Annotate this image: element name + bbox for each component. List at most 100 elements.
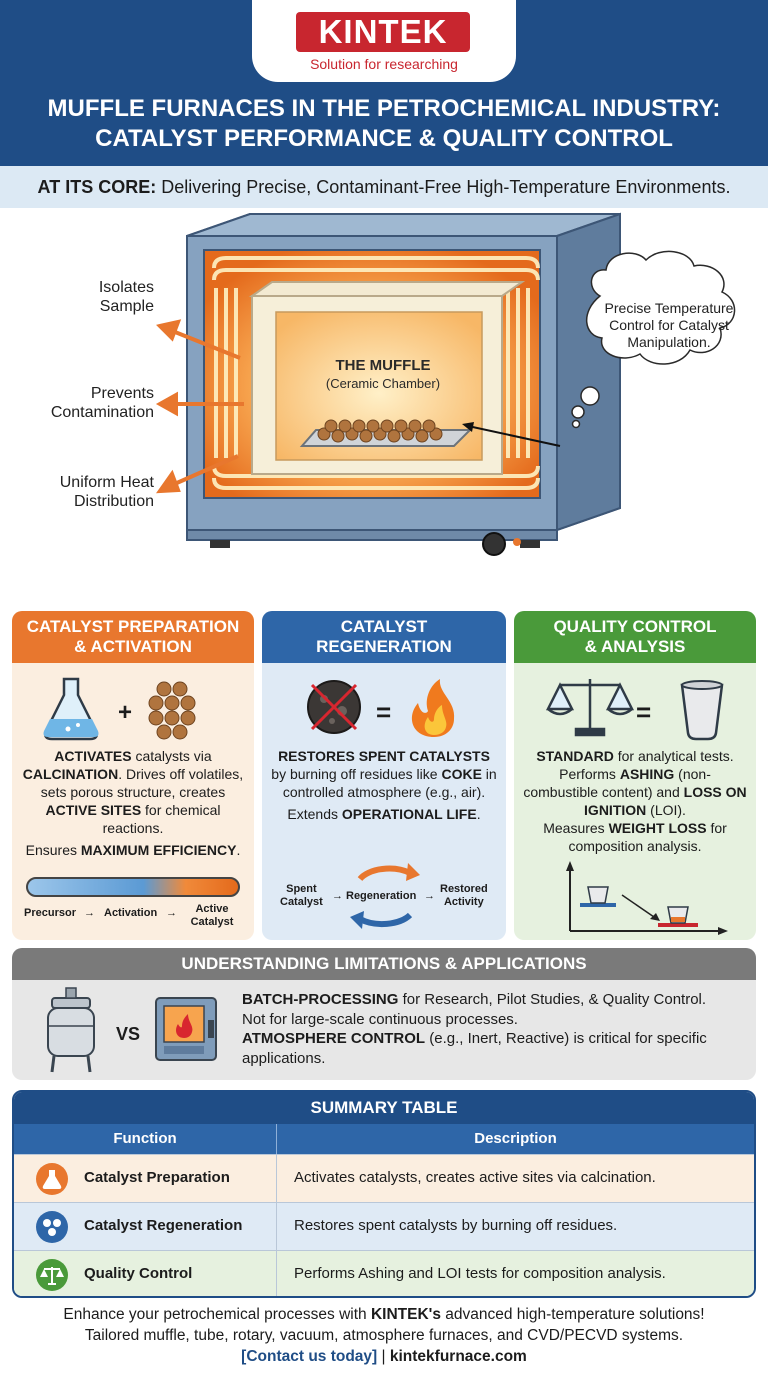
furnace-top bbox=[186, 213, 621, 237]
qc-t3: Performs bbox=[559, 766, 620, 782]
regen-t6: OPERATIONAL LIFE bbox=[341, 806, 477, 822]
scale-icon bbox=[36, 1259, 68, 1291]
table-row: Catalyst Regeneration Restores spent cat… bbox=[14, 1202, 754, 1251]
row-function: Quality Control bbox=[84, 1265, 193, 1282]
core-banner: AT ITS CORE: Delivering Precise, Contami… bbox=[0, 166, 768, 208]
footer: Enhance your petrochemical processes wit… bbox=[0, 1304, 768, 1367]
wl-arrow-head bbox=[650, 913, 660, 921]
furnace-illustration: Isolates Sample Prevents Contamination U… bbox=[0, 208, 768, 603]
footer-line1: Enhance your petrochemical processes wit… bbox=[0, 1304, 768, 1325]
tray-pointer bbox=[467, 425, 561, 447]
qc-t9: WEIGHT LOSS bbox=[608, 820, 707, 836]
crucible-icon bbox=[680, 680, 724, 741]
crucible-ash-icon bbox=[658, 906, 698, 927]
callout-uniform-heat-l2: Distribution bbox=[73, 493, 154, 510]
thought-text: Precise Temperature Control for Catalyst… bbox=[604, 300, 734, 350]
callout-contamination: Prevents Contamination bbox=[20, 384, 154, 422]
card-preparation-text: ACTIVATES catalysts via CALCINATION. Dri… bbox=[20, 747, 246, 859]
cycle-arrow-right: → bbox=[424, 890, 435, 902]
cycle-spent-l1: Spent bbox=[286, 883, 317, 895]
callout-contamination-l1: Prevents bbox=[90, 385, 154, 402]
card-regeneration: CATALYST REGENERATION = RESTORES SPENT C… bbox=[262, 611, 506, 940]
plus-sign: + bbox=[118, 699, 133, 726]
cycle-spent-l2: Catalyst bbox=[280, 896, 323, 908]
limitations-title: UNDERSTANDING LIMITATIONS & APPLICATIONS bbox=[12, 948, 756, 980]
prep-t7: Ensures bbox=[25, 842, 81, 858]
footer-line2: Tailored muffle, tube, rotary, vacuum, a… bbox=[84, 1327, 684, 1344]
regen-t2: by burning off residues like bbox=[271, 766, 442, 782]
table-row: Quality Control Performs Ashing and LOI … bbox=[14, 1250, 754, 1296]
callout-contamination-l2: Contamination bbox=[50, 404, 154, 421]
card-preparation: CATALYST PREPARATION & ACTIVATION + ACTI… bbox=[12, 611, 254, 940]
contact-link[interactable]: [Contact us today] bbox=[241, 1348, 378, 1365]
flow-activation: Activation bbox=[104, 907, 158, 919]
kintek-logo[interactable]: KINTEK bbox=[296, 12, 470, 52]
cycle-spent: Spent Catalyst bbox=[280, 883, 323, 909]
card-preparation-title-l1: CATALYST PREPARATION bbox=[26, 617, 240, 636]
row-function: Catalyst Regeneration bbox=[84, 1217, 243, 1234]
flow-active-catalyst: Active Catalyst bbox=[182, 903, 242, 929]
footer-l1a: Enhance your petrochemical processes wit… bbox=[63, 1306, 371, 1323]
callout-uniform-heat-l1: Uniform Heat bbox=[59, 474, 154, 491]
card-quality-control: QUALITY CONTROL & ANALYSIS = STANDARD fo… bbox=[514, 611, 756, 940]
wl-x-axis-head bbox=[718, 927, 728, 935]
footer-separator: | bbox=[377, 1348, 390, 1365]
cycle-arrow-bottom-head bbox=[350, 911, 364, 929]
lim-t3: (e.g., Inert, Reactive) is critical for … bbox=[242, 1030, 707, 1067]
website-link[interactable]: kintekfurnace.com bbox=[389, 1348, 527, 1365]
regen-icons bbox=[307, 679, 455, 737]
row-function: Catalyst Preparation bbox=[84, 1169, 230, 1186]
furnace-small-icon bbox=[155, 997, 217, 1061]
page-title: MUFFLE FURNACES IN THE PETROCHEMICAL IND… bbox=[10, 94, 758, 154]
regen-t5: Extends bbox=[287, 806, 342, 822]
footer-l1b: KINTEK's bbox=[370, 1306, 441, 1323]
logo-tagline: Solution for researching bbox=[310, 56, 458, 72]
prep-t9: . bbox=[236, 842, 241, 858]
lim-b2: ATMOSPHERE CONTROL bbox=[242, 1030, 426, 1047]
furnace-svg bbox=[155, 212, 736, 556]
table-header-description: Description bbox=[276, 1124, 754, 1154]
cycle-restored-l1: Restored bbox=[440, 883, 488, 895]
flow-active-l2: Catalyst bbox=[190, 916, 234, 928]
prep-t6: for chemical reactions. bbox=[102, 802, 221, 836]
qc-t10: for composition analysis. bbox=[568, 820, 727, 854]
qc-t6: LOSS ON IGNITION bbox=[584, 784, 747, 818]
qc-t4: ASHING bbox=[619, 766, 675, 782]
flame-icon bbox=[411, 679, 455, 737]
qc-t1: STANDARD bbox=[536, 748, 614, 764]
card-quality-text: STANDARD for analytical tests. Performs … bbox=[522, 747, 748, 855]
footer-line3: [Contact us today] | kintekfurnace.com bbox=[0, 1346, 768, 1367]
cycle-arrow-top-head bbox=[406, 863, 420, 881]
scale-icon bbox=[545, 679, 635, 737]
table-row: Catalyst Preparation Activates catalysts… bbox=[14, 1154, 754, 1203]
prep-icons bbox=[43, 677, 196, 741]
molecules-icon bbox=[36, 1211, 68, 1243]
row-description: Performs Ashing and LOI tests for compos… bbox=[294, 1265, 666, 1282]
cycle-arrow-left: → bbox=[332, 890, 343, 902]
core-text: Delivering Precise, Contaminant-Free Hig… bbox=[156, 177, 731, 197]
limitations-panel: UNDERSTANDING LIMITATIONS & APPLICATIONS… bbox=[12, 948, 756, 1080]
callout-uniform-heat: Uniform Heat Distribution bbox=[20, 473, 154, 511]
row-description: Restores spent catalysts by burning off … bbox=[294, 1217, 618, 1234]
card-preparation-title-l2: & ACTIVATION bbox=[74, 637, 192, 656]
core-label: AT ITS CORE: bbox=[37, 177, 157, 197]
regen-t7: . bbox=[476, 806, 481, 822]
limitations-icons bbox=[47, 987, 217, 1073]
page-title-line2: CATALYST PERFORMANCE & QUALITY CONTROL bbox=[95, 125, 673, 152]
regen-t4: in controlled atmosphere (e.g., air). bbox=[282, 766, 497, 800]
regen-equals: = bbox=[376, 697, 392, 727]
callout-isolates: Isolates Sample bbox=[60, 278, 154, 316]
wl-arrow bbox=[621, 894, 655, 918]
heating-coils bbox=[212, 256, 540, 490]
furnace-base bbox=[186, 529, 558, 541]
regen-t1: RESTORES SPENT CATALYSTS bbox=[278, 748, 490, 764]
foot-left bbox=[210, 540, 230, 548]
card-quality-title-l2: & ANALYSIS bbox=[584, 637, 686, 656]
cycle-regeneration: Regeneration bbox=[346, 890, 417, 902]
card-regeneration-title: CATALYST REGENERATION bbox=[262, 611, 506, 663]
flask-icon bbox=[43, 677, 99, 741]
qc-icons bbox=[545, 679, 724, 741]
flow-active-l1: Active bbox=[195, 903, 229, 915]
flow-arrow-2: → bbox=[166, 907, 177, 919]
thought-cloud bbox=[571, 250, 736, 429]
